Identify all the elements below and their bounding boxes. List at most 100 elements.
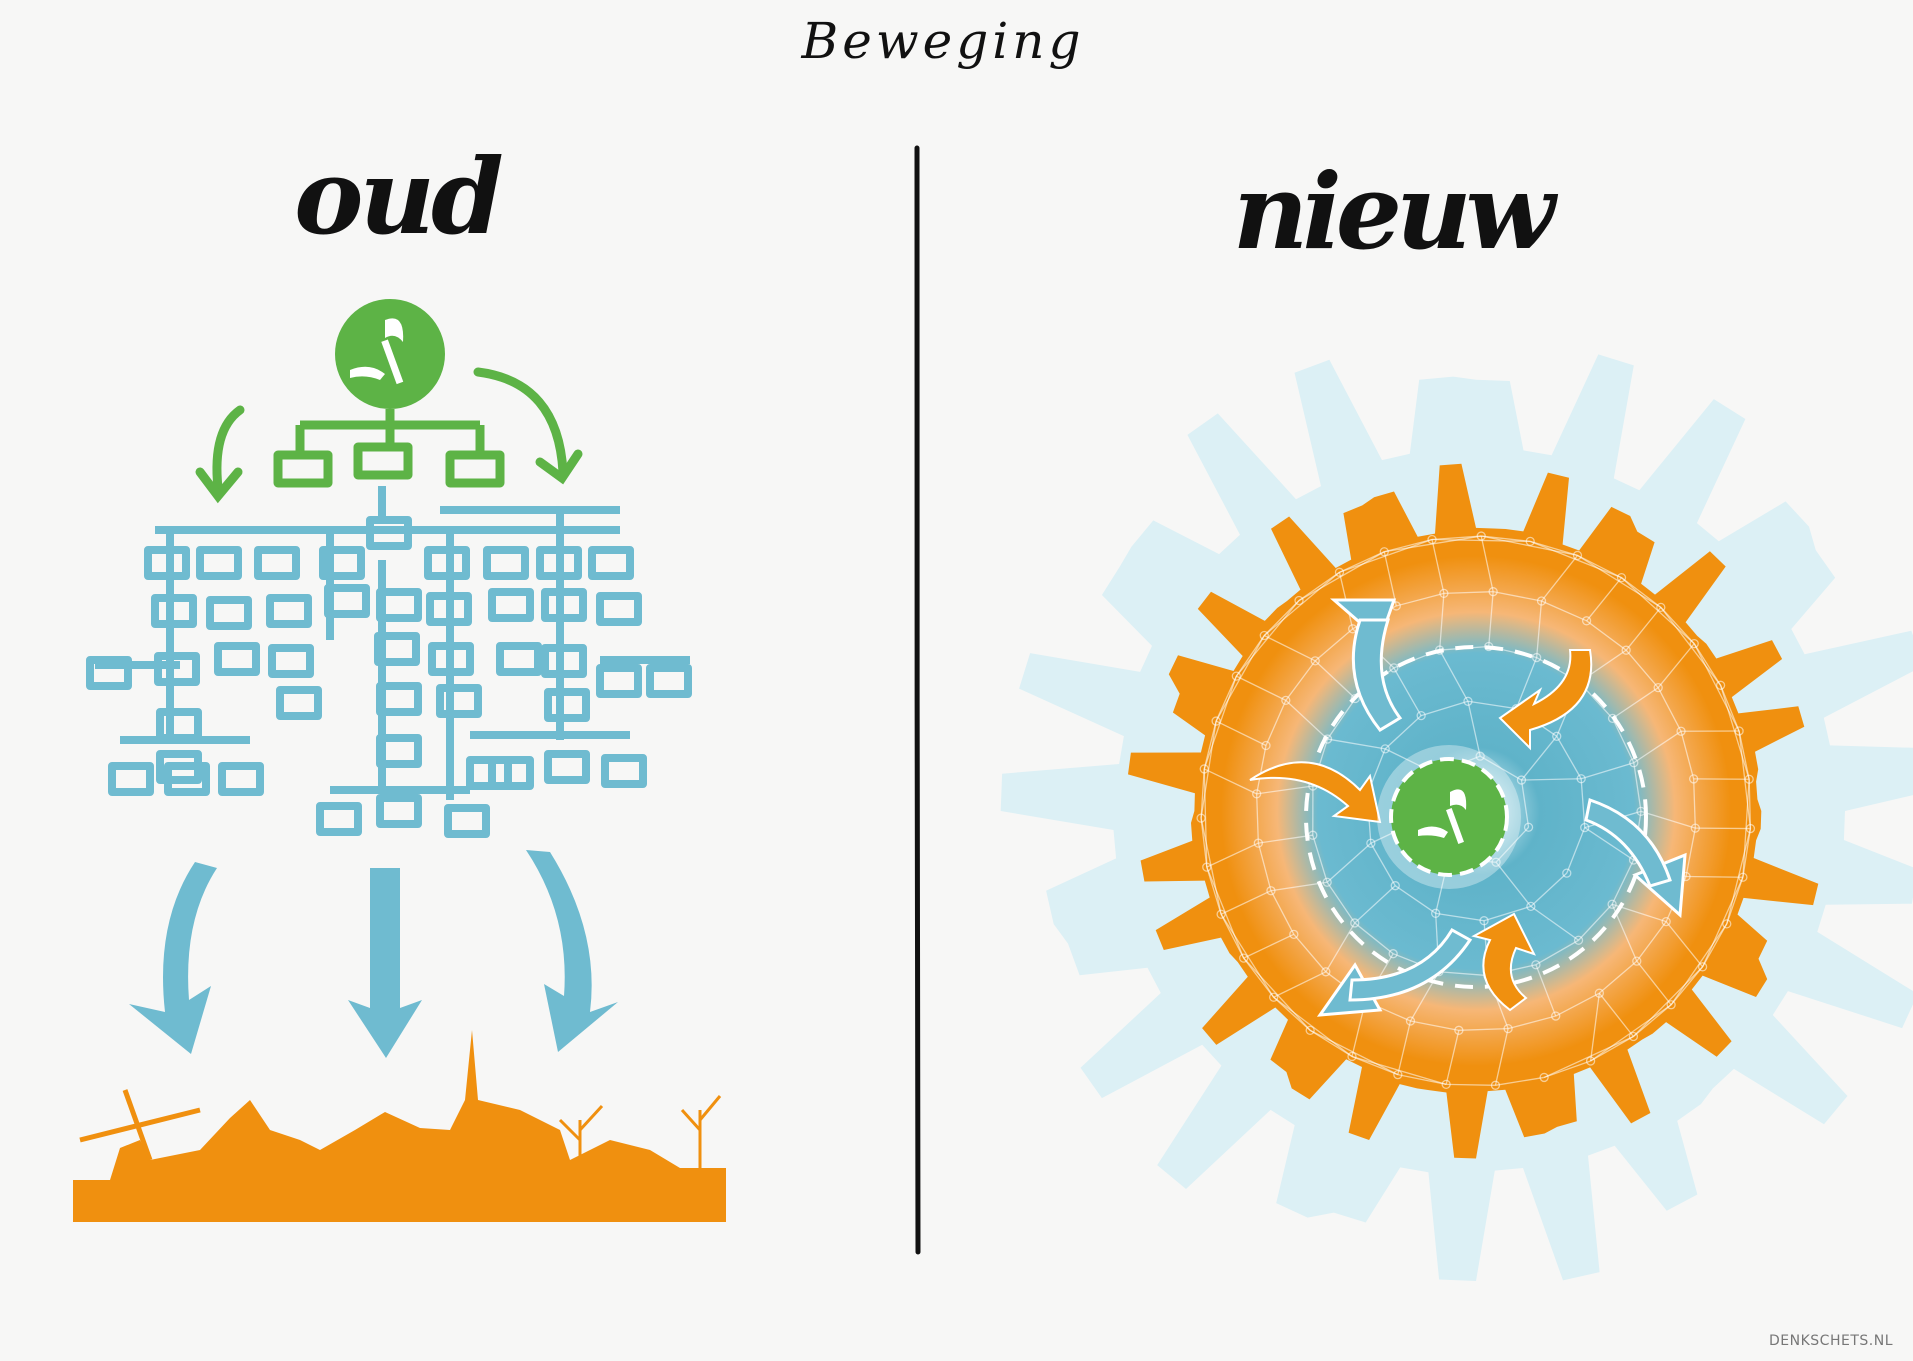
mesh-link — [1693, 643, 1722, 686]
mesh-node — [1666, 1000, 1676, 1010]
mesh-link — [1621, 577, 1662, 608]
mesh-node — [1196, 813, 1206, 823]
mesh-node — [1253, 838, 1264, 848]
mesh-link — [1495, 861, 1532, 907]
mesh-node — [1231, 671, 1242, 681]
org-box — [86, 656, 132, 690]
org-box — [444, 804, 490, 838]
org-box — [588, 546, 634, 580]
mesh-link — [1258, 834, 1313, 844]
org-box — [596, 664, 642, 698]
org-box — [108, 762, 154, 796]
mesh-node — [1366, 838, 1376, 848]
mesh-link — [1243, 957, 1275, 998]
mesh-link — [1479, 755, 1522, 781]
mesh-link — [1670, 966, 1704, 1006]
mesh-link — [1520, 735, 1558, 781]
mesh-node — [1689, 638, 1699, 649]
mesh-link — [1445, 1030, 1460, 1085]
mesh-node — [1322, 877, 1332, 887]
mesh-link — [1598, 960, 1638, 994]
mesh-node — [1289, 929, 1299, 939]
mesh-node — [1503, 1023, 1513, 1034]
mesh-node — [1525, 536, 1535, 547]
mesh-node — [1334, 567, 1345, 577]
mesh-link — [1598, 992, 1634, 1037]
mesh-node — [1656, 602, 1666, 613]
mesh-link — [1633, 730, 1682, 764]
mesh-link — [1536, 600, 1543, 658]
mesh-link — [1480, 535, 1494, 592]
mesh-link — [1443, 591, 1494, 595]
mesh-link — [1566, 827, 1586, 874]
org-box — [218, 762, 264, 796]
mesh-link — [1273, 996, 1311, 1031]
mesh-node — [1202, 862, 1212, 872]
mesh-node — [1653, 683, 1663, 693]
mesh-node — [1390, 881, 1400, 891]
mesh-link — [1580, 778, 1586, 828]
tree-icon — [558, 1095, 722, 1170]
label-new: nieuw — [1232, 150, 1555, 273]
mesh-link — [1370, 842, 1396, 887]
mesh-link — [1686, 875, 1743, 878]
mesh-link — [1397, 1074, 1447, 1086]
credit-watermark: DENKSCHETS.NL — [1769, 1333, 1893, 1349]
mesh-link — [1612, 687, 1659, 719]
mesh-link — [1495, 1076, 1545, 1086]
torch-icon — [1418, 789, 1467, 844]
mesh-link — [1692, 778, 1696, 829]
org-box — [488, 588, 534, 622]
inward-orange-arrows — [1249, 649, 1593, 1012]
mesh-link — [1625, 606, 1662, 651]
org-box — [254, 546, 300, 580]
org-box — [426, 592, 472, 626]
mesh-node — [1532, 652, 1542, 663]
mesh-link — [1520, 779, 1530, 828]
mesh-node — [1479, 916, 1489, 926]
mesh-node — [1734, 726, 1744, 736]
mesh-link — [1314, 660, 1356, 699]
mesh-link — [1640, 810, 1696, 829]
org-box — [268, 644, 314, 678]
mesh-node — [1491, 857, 1501, 867]
mesh-link — [1665, 921, 1704, 968]
mesh-link — [1742, 828, 1752, 878]
mesh-link — [1578, 903, 1613, 941]
mesh-node — [1697, 962, 1708, 972]
mesh-link — [1719, 685, 1740, 732]
mesh-link — [1685, 828, 1696, 877]
mesh-node — [1463, 696, 1473, 706]
mesh-node — [1305, 1025, 1315, 1036]
org-chart-hierarchy — [86, 486, 692, 838]
mesh-link — [1384, 715, 1422, 750]
org-chart-leadership — [273, 409, 505, 488]
mesh-link — [1325, 922, 1356, 973]
mesh-link — [1680, 731, 1695, 780]
mesh-link — [1555, 992, 1600, 1017]
network-mesh — [1196, 531, 1756, 1090]
mesh-link — [1541, 600, 1587, 622]
org-box — [376, 588, 422, 622]
mesh-link — [1435, 912, 1485, 922]
mesh-node — [1488, 587, 1498, 597]
mesh-link — [1285, 660, 1316, 701]
mesh-node — [1389, 663, 1399, 673]
org-box — [436, 684, 482, 718]
mesh-link — [1206, 842, 1259, 868]
mesh-node — [1427, 534, 1437, 545]
org-box-leader — [273, 450, 333, 488]
downward-arrows — [129, 850, 618, 1058]
mesh-node — [1490, 1080, 1501, 1090]
mesh-link — [1203, 768, 1257, 795]
dashed-ring — [1304, 645, 1648, 989]
mesh-node — [1380, 744, 1390, 754]
mesh-link — [1220, 913, 1245, 959]
org-box — [424, 546, 470, 580]
mesh-node — [1252, 789, 1262, 799]
org-box — [154, 652, 200, 686]
mesh-node — [1539, 1072, 1549, 1083]
mesh-link — [1393, 667, 1422, 716]
mesh-node — [1350, 918, 1360, 928]
